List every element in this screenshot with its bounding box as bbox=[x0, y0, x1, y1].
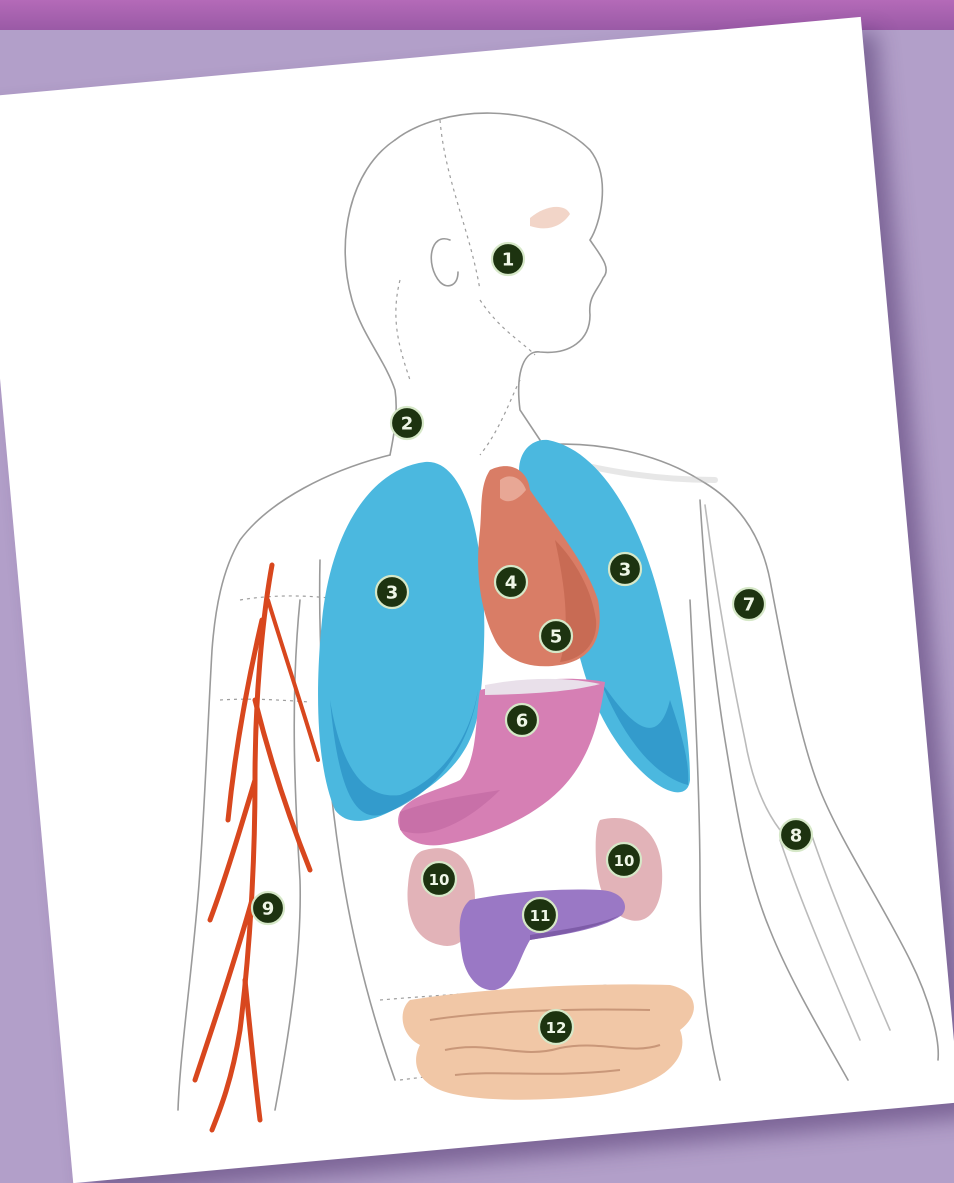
marker-9-label: 9 bbox=[262, 899, 275, 920]
marker-6: 6 bbox=[506, 704, 538, 736]
eye-highlight bbox=[530, 207, 570, 228]
marker-3-left-lung: 3 bbox=[609, 553, 641, 585]
marker-2-label: 2 bbox=[401, 414, 414, 435]
marker-4-label: 4 bbox=[505, 573, 518, 594]
head-outline bbox=[395, 113, 606, 440]
right-forearm-inner bbox=[700, 500, 848, 1080]
marker-10b-label: 10 bbox=[614, 852, 635, 870]
marker-4: 4 bbox=[495, 566, 527, 598]
back-of-head bbox=[345, 140, 396, 455]
right-forearm-bone-b bbox=[810, 830, 890, 1030]
marker-3a-label: 3 bbox=[386, 583, 399, 604]
ear bbox=[431, 239, 458, 286]
left-arm-inner bbox=[275, 600, 300, 1110]
marker-6-label: 6 bbox=[516, 711, 529, 732]
marker-11-label: 11 bbox=[530, 907, 551, 925]
marker-3-right-lung: 3 bbox=[376, 576, 408, 608]
marker-9: 9 bbox=[252, 892, 284, 924]
right-forearm-bone-a bbox=[780, 840, 860, 1040]
marker-12-label: 12 bbox=[546, 1019, 567, 1037]
marker-11: 11 bbox=[523, 898, 557, 932]
marker-2: 2 bbox=[391, 407, 423, 439]
marker-7: 7 bbox=[733, 588, 765, 620]
marker-10-left-kidney: 10 bbox=[607, 843, 641, 877]
humerus bbox=[705, 505, 780, 830]
marker-5: 5 bbox=[540, 620, 572, 652]
marker-1: 1 bbox=[492, 243, 524, 275]
marker-5-label: 5 bbox=[550, 627, 563, 648]
marker-8: 8 bbox=[780, 819, 812, 851]
marker-10-right-kidney: 10 bbox=[422, 862, 456, 896]
marker-3b-label: 3 bbox=[619, 560, 632, 581]
marker-10a-label: 10 bbox=[429, 871, 450, 889]
marker-7-label: 7 bbox=[743, 595, 756, 616]
marker-8-label: 8 bbox=[790, 826, 803, 847]
marker-1-label: 1 bbox=[502, 250, 515, 271]
arm-artery bbox=[195, 565, 318, 1130]
marker-12: 12 bbox=[539, 1010, 573, 1044]
